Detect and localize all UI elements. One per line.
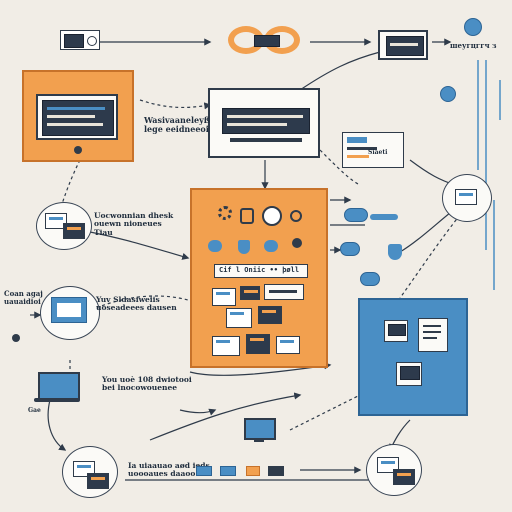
far-left-dot-icon [12,334,20,342]
left-mid-label: Uocwonnian dhesk ouewn nioneues Tiau [94,211,174,237]
central-orange-block: Cif l Oniic •• þøll [190,188,328,368]
shield-icon [238,240,250,254]
bottom-left-bubble [62,446,118,498]
mid-top-label: Wasivaaneleyß lege eeidneeoi [144,115,210,134]
right-blue-panel [358,298,468,416]
top-right-device [378,30,428,60]
tile-3 [264,284,304,300]
bottom-icon-3 [246,466,260,476]
lower-left-laptop [34,372,80,406]
right-bubble [442,174,492,222]
right-globe-icon [440,86,456,102]
far-left-label: Coan agaj uauaidioi [4,289,43,306]
blue-panel-device-2 [396,362,422,386]
bottom-right-bubble [366,444,422,496]
tile-4 [226,308,252,328]
left-orange-panel [22,70,134,162]
left-panel-pin-icon [74,146,82,154]
bottom-icon-4 [268,466,284,476]
left-panel-window [36,94,118,140]
right-note-title: Siaeti [368,149,388,156]
cloud-icon-2 [264,240,278,252]
infinity-connector [228,26,306,54]
gear-icon [218,206,232,220]
tile-5 [258,306,282,324]
bottom-icon-2 [220,466,236,476]
bottom-center-monitor [244,418,276,444]
tile-7 [246,334,270,354]
left-bubble [36,202,92,250]
right-shield-icon [388,244,402,260]
top-right-label: шеугцггч з [450,41,497,50]
lower-left-small-label: Gae [28,407,41,414]
left-bubble-2 [40,286,100,340]
blue-panel-device-1 [384,320,408,342]
right-connector-key [370,214,398,220]
central-title: Cif l Oniic •• þøll [219,266,300,274]
tile-2 [240,286,260,300]
bottom-icon-1 [196,466,212,476]
key-icon [290,210,302,222]
blue-panel-doc [418,318,448,352]
cloud-icon-right-3 [360,272,380,286]
tile-1 [212,288,236,306]
mid-top-window [208,88,320,158]
tile-8 [276,336,300,354]
tile-6 [212,336,240,356]
lock-icon [240,208,254,224]
lower-left-label: You uoè 108 dwiotooi bei lnocowouenee [102,375,192,393]
center-left-label: Yuv Sldasiweiis uoseadeees dausen [96,295,177,313]
cloud-icon-right-2 [340,242,360,256]
top-left-device [60,30,100,50]
cloud-icon-1 [208,240,222,252]
bottom-label: Ia uiaauao aød ieds uoooaues daaoo [128,461,210,479]
cloud-icon-right-1 [344,208,368,222]
user-icon [292,238,302,248]
search-icon [262,206,282,226]
right-note-card [342,132,404,168]
central-title-bar: Cif l Oniic •• þøll [214,264,308,278]
top-right-globe-icon [464,18,482,36]
